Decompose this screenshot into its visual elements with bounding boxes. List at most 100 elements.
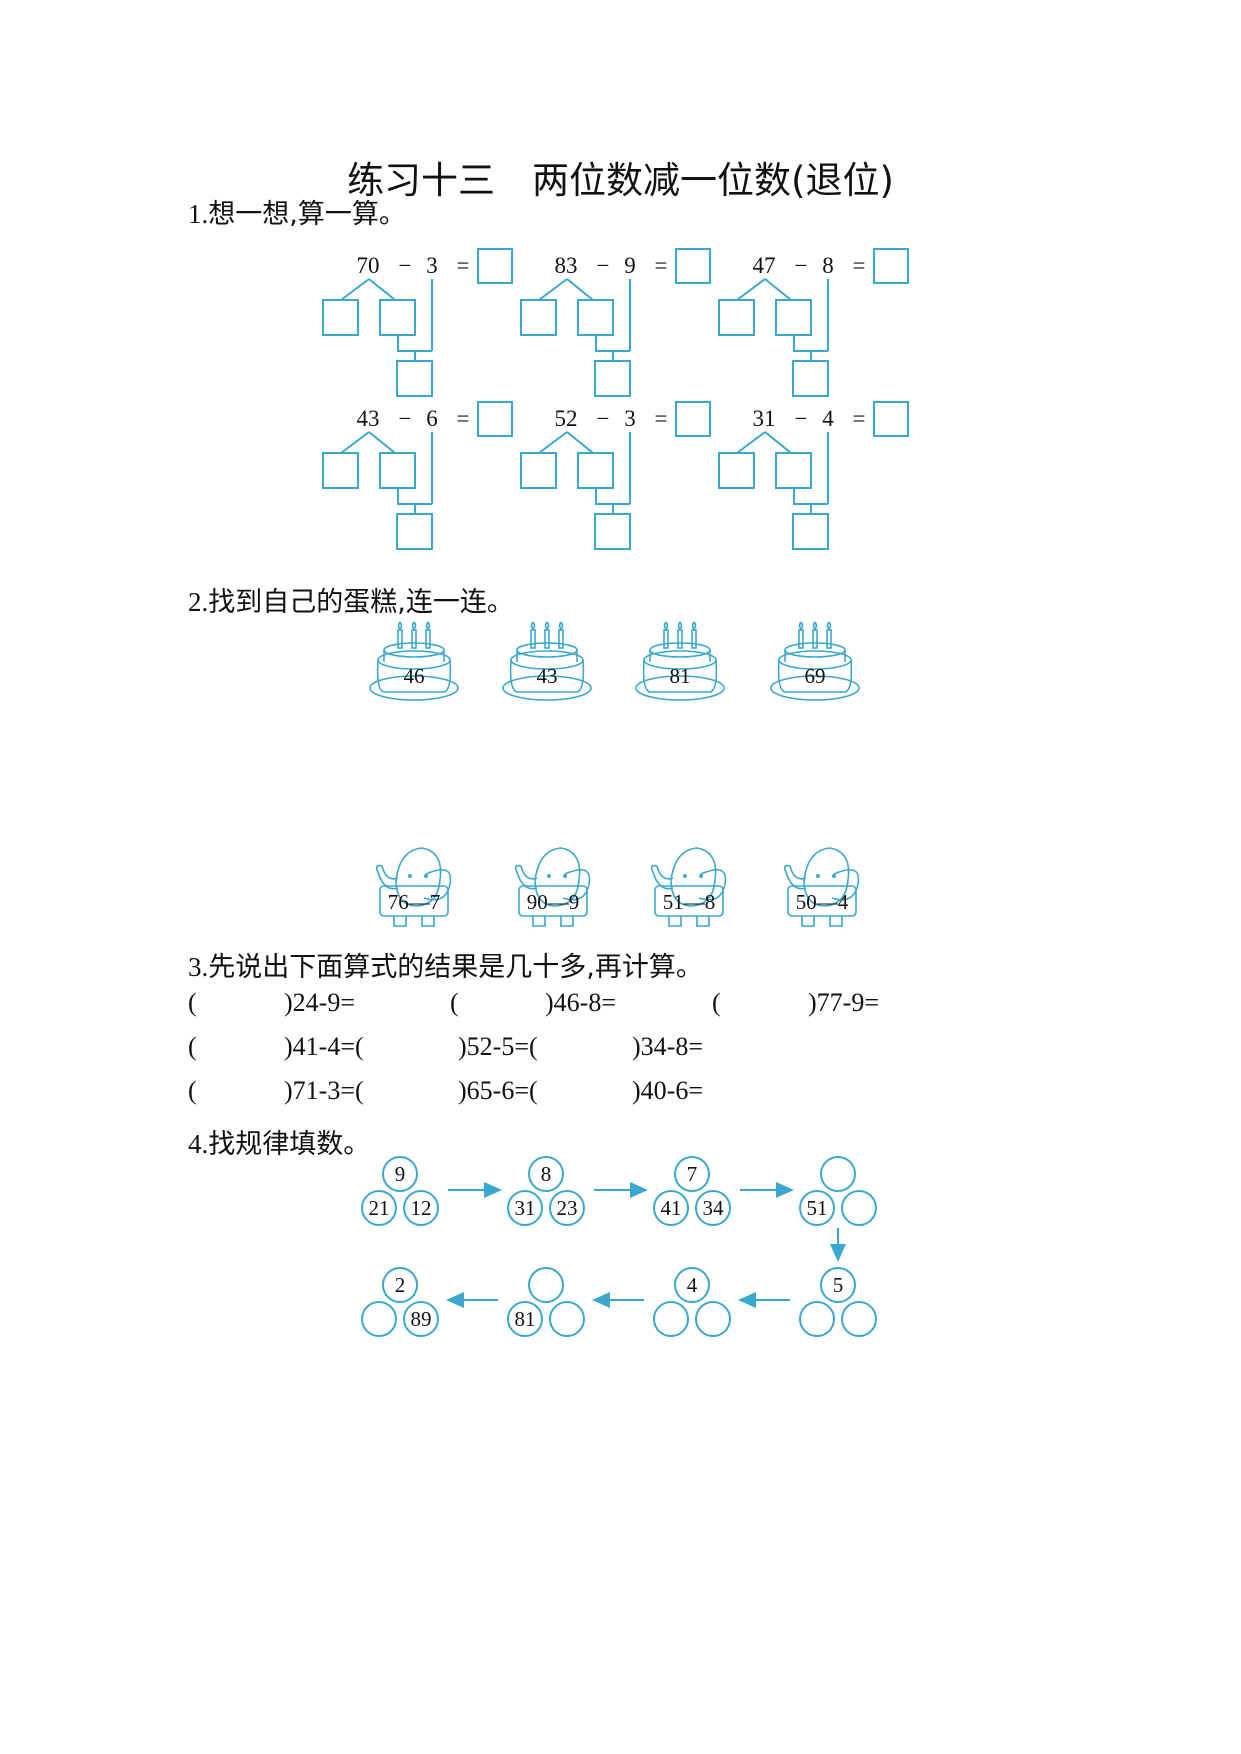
elephant-sign	[654, 885, 724, 917]
candle-flame	[663, 621, 669, 631]
subtrahend: 9	[624, 253, 636, 278]
candle-flame	[558, 621, 564, 631]
left-circle-number: 31	[515, 1196, 536, 1220]
pattern-group: 289	[361, 1267, 439, 1337]
decomposition-problem: 52−3=	[520, 401, 711, 550]
elephant-sign	[787, 885, 857, 917]
right-circle	[549, 1190, 585, 1226]
top-circle-number: 5	[833, 1273, 844, 1297]
cake-number: 46	[404, 664, 425, 688]
right-circle-number: 89	[411, 1307, 432, 1331]
decomposition-problem: 47−8=	[718, 248, 909, 397]
elephant-eye	[424, 874, 428, 878]
cake-top-rim	[510, 650, 584, 670]
row2-expr-1: )41-4=(	[284, 1032, 364, 1061]
cake-plate	[770, 675, 860, 701]
elephant-expression: 50—4	[796, 890, 849, 914]
section2-text: 找到自己的蛋糕,连一连。	[208, 587, 514, 618]
cake-top	[516, 642, 578, 658]
branch-line-left	[538, 278, 568, 301]
candle-flame	[798, 621, 804, 631]
cake-upper-side	[784, 650, 846, 662]
pattern-group: 4	[653, 1267, 731, 1337]
answer-box	[477, 401, 513, 437]
cake-top	[649, 642, 711, 658]
ones-connector	[595, 335, 630, 352]
elephant-eye	[816, 874, 820, 878]
cake-upper-side	[649, 650, 711, 662]
branch-line-right	[764, 431, 792, 454]
cake-top-rim	[377, 650, 451, 670]
candle-flame	[677, 621, 683, 631]
elephant: 76—7	[375, 847, 452, 927]
candle-flame	[826, 621, 832, 631]
elephant-eye	[832, 874, 836, 878]
elephant-ear-right	[698, 868, 727, 901]
equals-sign: =	[457, 253, 470, 278]
ones-connector	[793, 488, 828, 505]
cake-body	[777, 659, 853, 693]
candle-flame	[425, 621, 431, 631]
right-circle	[549, 1301, 585, 1337]
left-circle	[653, 1301, 689, 1337]
section1-heading: 1.想一想,算一算。	[188, 192, 406, 231]
decomposition-problem: 83−9=	[520, 248, 711, 397]
minuend: 52	[555, 406, 578, 431]
minuend: 31	[753, 406, 776, 431]
subtrahend: 4	[822, 406, 834, 431]
equals-sign: =	[853, 406, 866, 431]
section3-heading: 3.先说出下面算式的结果是几十多,再计算。	[188, 945, 703, 984]
section1-number: 1.	[188, 199, 209, 229]
cake-number: 43	[537, 664, 558, 688]
decomposition-problem: 70−3=	[322, 248, 513, 397]
branch-line-right	[566, 431, 594, 454]
row1-expr-2: )46-8=	[545, 988, 616, 1017]
elephant: 51—8	[650, 847, 727, 927]
top-circle	[382, 1267, 418, 1303]
top-circle	[820, 1267, 856, 1303]
tens-box	[718, 299, 755, 336]
branch-line-right	[368, 431, 396, 454]
top-circle-number: 7	[687, 1162, 698, 1186]
row3-expr-2: )65-6=(	[458, 1076, 538, 1105]
left-circle	[799, 1190, 835, 1226]
elephant: 50—4	[783, 847, 860, 927]
tens-box	[520, 452, 557, 489]
minus-sign: −	[399, 253, 412, 278]
left-circle	[507, 1190, 543, 1226]
candle-flame	[691, 621, 697, 631]
minuend: 43	[357, 406, 380, 431]
top-circle	[674, 1156, 710, 1192]
cake-top-rim	[643, 650, 717, 670]
minus-sign: −	[795, 406, 808, 431]
section2-number: 2.	[188, 587, 209, 617]
candle-flame	[397, 621, 403, 631]
tens-box	[322, 299, 359, 336]
minus-sign: −	[597, 253, 610, 278]
tens-box	[718, 452, 755, 489]
elephant-ear-right	[423, 868, 452, 901]
cake: 69	[770, 621, 860, 701]
intermediate-box	[396, 360, 433, 397]
cake: 81	[635, 621, 725, 701]
section3-number: 3.	[188, 952, 209, 982]
right-circle	[695, 1190, 731, 1226]
right-circle-number: 34	[703, 1196, 725, 1220]
left-circle-number: 81	[515, 1307, 536, 1331]
row2-expr-3: )34-8=	[632, 1032, 703, 1061]
branch-line-right	[368, 278, 396, 301]
left-circle	[799, 1301, 835, 1337]
cake-top	[383, 642, 445, 658]
right-circle	[403, 1190, 439, 1226]
intermediate-box	[792, 360, 829, 397]
elephant-head	[803, 847, 850, 907]
subtrahend: 3	[624, 406, 636, 431]
cake-plate	[369, 675, 459, 701]
row3-expr-1: )71-3=(	[284, 1076, 364, 1105]
elephant-eye	[563, 874, 567, 878]
left-circle-number: 51	[807, 1196, 828, 1220]
elephant-ear-right	[562, 868, 591, 901]
